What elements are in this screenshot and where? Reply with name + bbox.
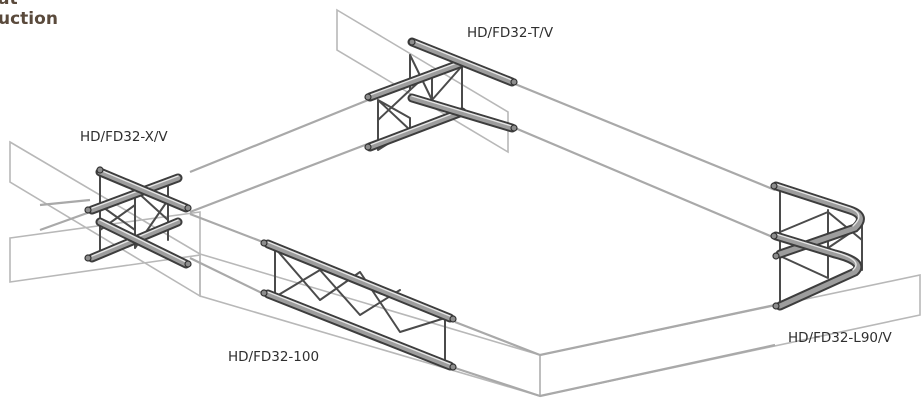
label-straight-truss: HD/FD32-100 xyxy=(228,349,320,365)
heading-line-1: at xyxy=(0,0,18,9)
truss-t-junction-icon xyxy=(364,37,518,152)
plane-bottom-left-side xyxy=(199,252,541,398)
truss-corner-l90-icon xyxy=(770,181,865,311)
heading-line-2: uction xyxy=(0,9,58,29)
plane-left-vertical xyxy=(9,140,201,298)
truss-straight-icon xyxy=(260,239,457,371)
label-x-junction: HD/FD32-X/V xyxy=(80,129,168,145)
label-t-junction: HD/FD32-T/V xyxy=(467,25,554,41)
label-corner-l90: HD/FD32-L90/V xyxy=(788,330,892,346)
truss-x-junction-icon xyxy=(84,166,192,269)
floor-guide-lines xyxy=(39,82,776,398)
